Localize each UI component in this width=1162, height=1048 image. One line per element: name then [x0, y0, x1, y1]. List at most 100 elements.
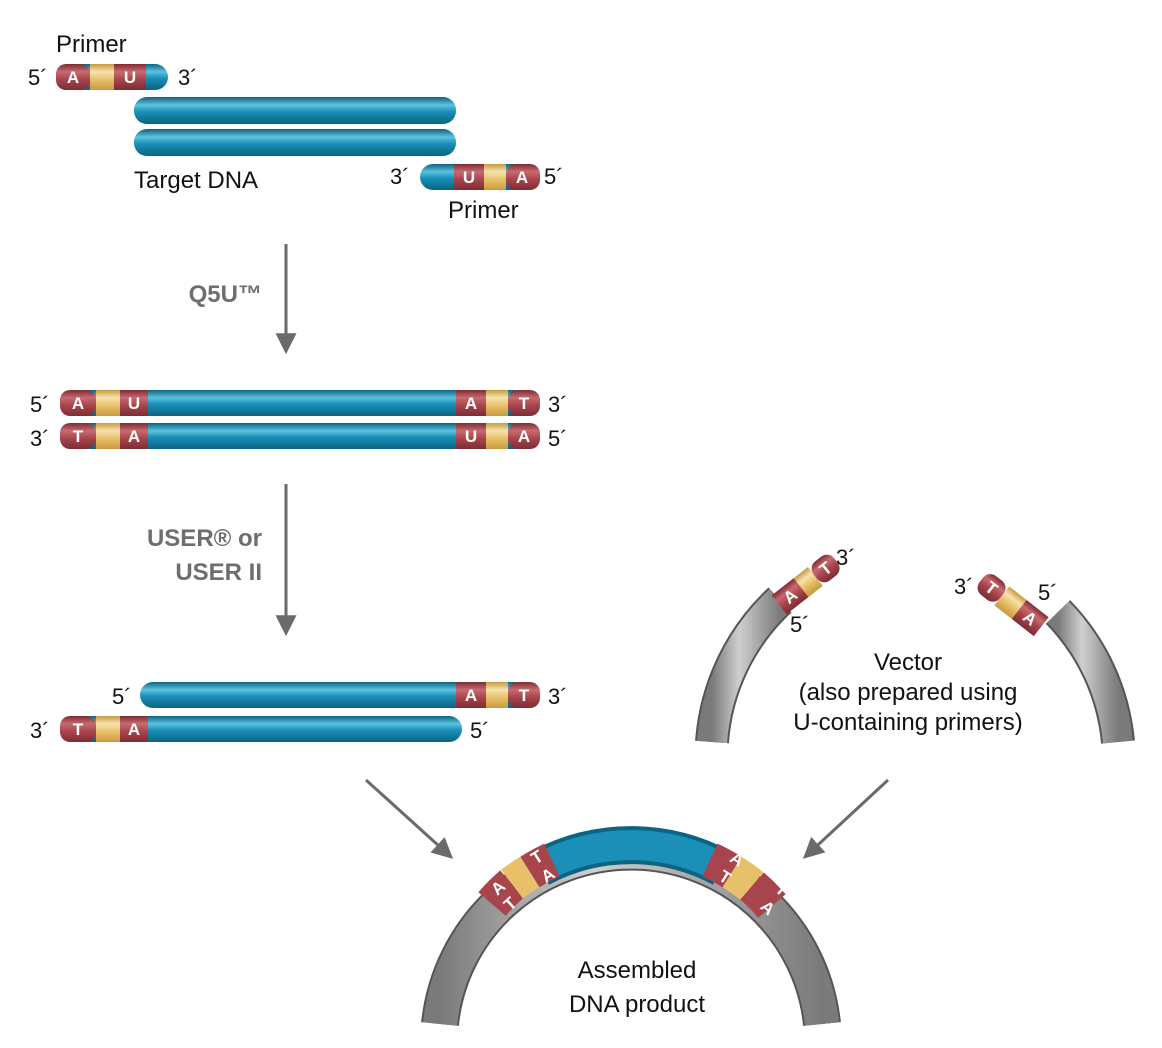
stage2-top-right-end: 3´ — [548, 392, 568, 417]
top-primer-spacer — [90, 64, 114, 90]
bottom-primer-base2: A — [516, 168, 528, 187]
stage2-top-base-a-right — [456, 390, 486, 416]
vector-left-arm — [697, 589, 791, 744]
vector-right-arm — [1047, 601, 1133, 744]
stage2-top-spacer-right — [486, 390, 508, 416]
stage3-bottom-spacer — [96, 716, 120, 742]
top-primer-base-u — [114, 64, 146, 90]
product-label-line1: Assembled — [578, 957, 697, 984]
stage2-bottom-right-end: 5´ — [548, 426, 568, 451]
vector-right-base-t — [977, 574, 1006, 602]
stage3-bottom-base-t — [60, 716, 96, 742]
vector-label-line2: (also prepared using — [799, 679, 1018, 706]
stage2-top-base-u-left — [120, 390, 148, 416]
stage2-bottom-base4: A — [518, 427, 530, 446]
bottom-primer-spacer — [484, 164, 506, 190]
vector-right-overhang: T A — [977, 574, 1049, 637]
assembled-product: A T T A A T T A Assembled DNA product — [421, 826, 841, 1026]
top-primer-base-a — [56, 64, 90, 90]
step1-label: Q5U™ — [189, 281, 262, 308]
top-primer-label: Primer — [56, 31, 127, 58]
stage3-bottom-base-a — [120, 716, 148, 742]
step2-label-line1: USER® or — [147, 525, 262, 552]
product-right-junction-red2 — [740, 872, 786, 918]
stage2-top-base-t-right — [508, 390, 540, 416]
stage1-target-dna: Target DNA — [134, 97, 456, 194]
vector-right-3-end: 3´ — [954, 574, 974, 599]
vector-left-5-end: 5´ — [790, 612, 810, 637]
stage2-pcr-product: 5´ A U A T 3´ 3´ T A U A 5´ — [30, 390, 568, 451]
stage3-top-strand — [140, 682, 540, 708]
stage2-top-base3: A — [465, 394, 477, 413]
stage2-top-spacer-left — [96, 390, 120, 416]
stage2-bottom-base-a-right — [508, 423, 540, 449]
stage3-top-left-end: 5´ — [112, 684, 132, 709]
stage2-bottom-base-t-left — [60, 423, 96, 449]
stage2-bottom-spacer-left — [96, 423, 120, 449]
stage3-bottom-right-end: 5´ — [470, 718, 490, 743]
vector-right-5-end: 5´ — [1038, 580, 1058, 605]
stage3-top-right-end: 3´ — [548, 684, 568, 709]
stage2-top-strand — [60, 390, 540, 416]
stage3-top-base2: T — [519, 686, 530, 705]
stage3-bottom-base2: A — [128, 720, 140, 739]
stage2-top-base1: A — [72, 394, 84, 413]
bottom-primer-3-end: 3´ — [390, 164, 410, 189]
product-right-junction-yellow — [722, 856, 764, 901]
vector-to-product-arrow — [802, 778, 890, 859]
stage2-bottom-base3: U — [465, 427, 477, 446]
bottom-primer-base1: U — [463, 168, 475, 187]
vector: A T 3´ 5´ T A 3´ 5´ Vector (also prepare… — [695, 545, 1135, 744]
bottom-primer-base-u — [454, 164, 484, 190]
top-primer-base2: U — [124, 68, 136, 87]
vector-label-line3: U-containing primers) — [793, 709, 1022, 736]
stage2-bottom-base-u-right — [456, 423, 486, 449]
vector-right-base-a — [1011, 600, 1049, 637]
top-primer-base1: A — [67, 68, 79, 87]
stage2-top-base2: U — [128, 394, 140, 413]
step2-label-line2: USER II — [175, 559, 262, 586]
stage2-bottom-left-end: 3´ — [30, 426, 50, 451]
stage1-top-primer: Primer 5´ A U 3´ — [28, 31, 198, 90]
stage2-top-base-a-left — [60, 390, 96, 416]
top-primer-5-end: 5´ — [28, 65, 48, 90]
stage3-overhang-insert: 5´ A T 3´ 3´ T A 5´ — [30, 682, 568, 743]
stage2-top-base4: T — [519, 394, 530, 413]
stage2-bottom-strand — [60, 423, 540, 449]
bottom-primer-5-end: 5´ — [544, 164, 564, 189]
product-left-junction-red1 — [478, 870, 524, 916]
stage2-bottom-base2: A — [128, 427, 140, 446]
product-right-junction-red1 — [702, 843, 742, 888]
stage3-bottom-base1: T — [73, 720, 84, 739]
vector-left-overhang: A T — [771, 554, 840, 615]
target-dna-strand-top — [134, 97, 456, 124]
target-dna-strand-bottom — [134, 129, 456, 156]
vector-left-3-end: 3´ — [836, 545, 856, 570]
vector-left-base-t — [811, 554, 840, 583]
stage3-top-base1: A — [465, 686, 477, 705]
stage2-bottom-base1: T — [73, 427, 84, 446]
top-primer-3-end: 3´ — [178, 65, 198, 90]
stage2-bottom-base-a-left — [120, 423, 148, 449]
product-label-line2: DNA product — [569, 991, 705, 1018]
stage3-top-base-t — [508, 682, 540, 708]
stage3-top-spacer — [486, 682, 508, 708]
stage2-bottom-spacer-right — [486, 423, 508, 449]
stage1-bottom-primer: 3´ U A 5´ Primer — [390, 164, 564, 224]
insert-to-product-arrow — [364, 778, 454, 859]
product-left-junction-yellow — [501, 856, 540, 899]
stage3-bottom-left-end: 3´ — [30, 718, 50, 743]
product-left-junction-red2 — [520, 843, 560, 888]
target-dna-label: Target DNA — [134, 167, 258, 194]
product-insert-arc — [532, 830, 730, 882]
vector-right-spacer — [994, 586, 1027, 619]
bottom-primer-label: Primer — [448, 197, 519, 224]
stage2-top-left-end: 5´ — [30, 392, 50, 417]
vector-left-spacer — [793, 566, 823, 597]
vector-left-base-a — [771, 578, 809, 615]
stage3-top-base-a — [456, 682, 486, 708]
vector-label-line1: Vector — [874, 649, 942, 676]
stage3-bottom-strand — [60, 716, 462, 742]
bottom-primer-base-a — [506, 164, 540, 190]
